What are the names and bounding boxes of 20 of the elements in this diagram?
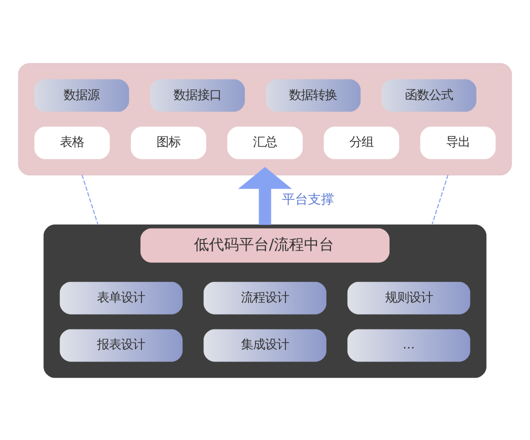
node-box: 导出 — [420, 126, 496, 159]
node-box: 数据源 — [34, 78, 130, 112]
node-box: 函数公式 — [382, 78, 476, 112]
node-box: 流程设计 — [204, 281, 326, 314]
node-box: 数据接口 — [150, 78, 245, 112]
connector — [431, 174, 448, 225]
node-box: 报表设计 — [60, 328, 183, 362]
arrow — [238, 166, 292, 224]
node-box: … — [347, 328, 470, 362]
node-box: 表格 — [34, 126, 110, 159]
node-box: 集成设计 — [204, 328, 326, 362]
node-box: 汇总 — [227, 126, 303, 159]
node-box: 图标 — [130, 126, 206, 159]
node-box: 规则设计 — [347, 281, 470, 314]
cluster — [18, 62, 512, 175]
node-box: 数据转换 — [266, 78, 361, 112]
node-box: 表单设计 — [60, 281, 183, 314]
node-box: 分组 — [324, 126, 400, 159]
edge-label: 平台支撑 — [282, 192, 334, 207]
connector — [82, 174, 99, 225]
